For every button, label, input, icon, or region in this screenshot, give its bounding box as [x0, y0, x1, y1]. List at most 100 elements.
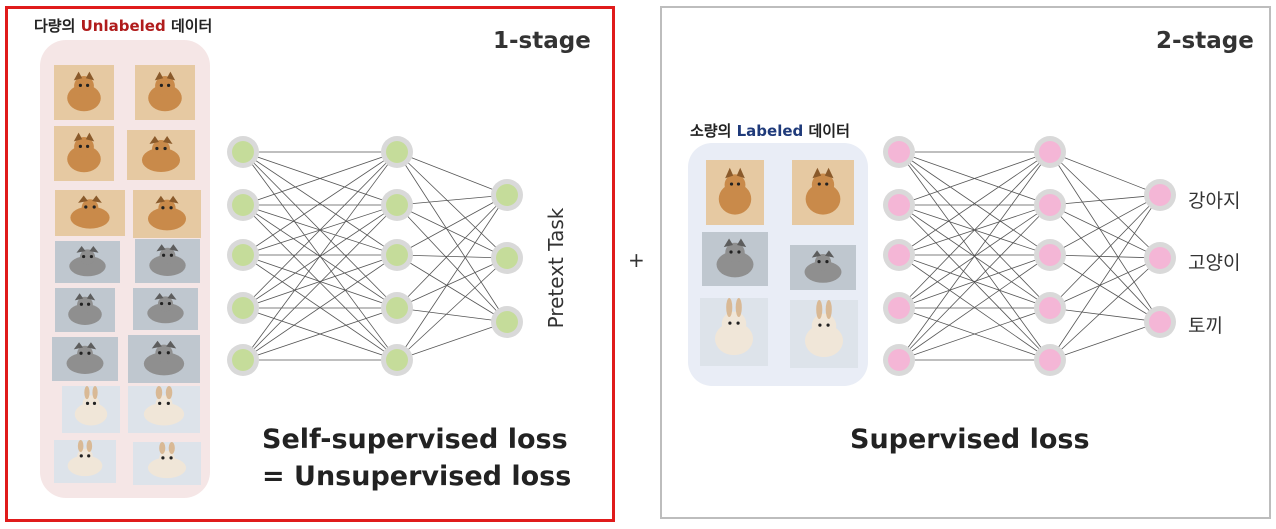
animal-eye [78, 83, 82, 87]
animal-head [155, 395, 173, 413]
animal-eye [728, 321, 732, 325]
animal-eye [158, 401, 162, 405]
animal-eye [86, 144, 90, 148]
connection-line [1049, 194, 1161, 361]
connection-line [396, 307, 508, 323]
connection-line [396, 194, 508, 361]
animal-body [149, 254, 186, 276]
animal-eye [92, 205, 96, 209]
animal-body [143, 402, 185, 426]
connection-line [898, 307, 1051, 361]
animal-body [716, 251, 754, 278]
neuron-node [386, 349, 408, 371]
connection-line [1049, 194, 1161, 256]
animal-head [155, 76, 175, 96]
neuron-node [888, 244, 910, 266]
animal-ear [84, 386, 90, 400]
caption-suffix: 데이터 [803, 122, 850, 140]
animal-ear [76, 246, 86, 253]
animal-ear [86, 342, 97, 350]
neuron-node [1149, 311, 1171, 333]
animal-head [82, 395, 100, 413]
connection-line [242, 151, 398, 206]
connection-line [242, 307, 398, 361]
animal-eye [736, 321, 740, 325]
neuron-node [888, 297, 910, 319]
neuron-node [1039, 349, 1061, 371]
dog-icon [55, 190, 125, 236]
stage2-panel [660, 6, 1271, 519]
animal-ear [149, 136, 159, 144]
connection-line [1049, 151, 1161, 259]
animal-eye [169, 456, 173, 460]
animal-ear [154, 71, 164, 81]
neuron-node [888, 194, 910, 216]
animal-head [721, 311, 747, 337]
animal-eye [86, 83, 90, 87]
self-supervised-loss-label: Self-supervised loss [262, 424, 568, 455]
neuron-node [232, 194, 254, 216]
animal-head [74, 76, 94, 96]
connection-line [898, 254, 1051, 309]
animal-ear [168, 442, 175, 455]
animal-head [725, 242, 745, 263]
rabbit-icon [62, 386, 120, 433]
connection-line [1049, 254, 1161, 323]
animal-eye [825, 260, 829, 264]
dog-icon [135, 65, 195, 120]
animal-body [69, 256, 106, 277]
animal-ear [824, 250, 835, 258]
animal-eye [826, 323, 830, 327]
caption-suffix: 데이터 [165, 17, 213, 35]
stage1-network-nodes [227, 136, 523, 376]
animal-ear [89, 246, 99, 253]
animal-head [811, 173, 835, 196]
caption-highlight-labeled: Labeled [736, 122, 804, 140]
dog-icon [792, 160, 854, 225]
connection-line [1049, 204, 1161, 259]
animal-body [141, 148, 181, 172]
animal-ear [816, 300, 823, 320]
animal-ear [169, 244, 179, 252]
animal-eye [163, 146, 167, 151]
animal-ear [167, 293, 177, 300]
animal-ear [735, 298, 742, 318]
animal-ear [78, 195, 88, 203]
dog-icon [706, 160, 764, 225]
animal-head [724, 174, 746, 196]
connection-line [1049, 257, 1161, 361]
animal-ear [92, 195, 102, 203]
animal-ear [74, 293, 84, 301]
animal-ear [85, 132, 95, 142]
output-label-rabbit: 토끼 [1188, 315, 1223, 337]
cat-icon [52, 337, 118, 381]
animal-head [74, 137, 94, 157]
stage1-network-connections [242, 151, 508, 361]
animal-ear [159, 442, 166, 455]
neuron-node [496, 184, 518, 206]
animal-body [804, 261, 842, 283]
connection-line [1049, 307, 1161, 323]
connection-line [242, 151, 398, 256]
labeled-data-caption: 소량의 Labeled 데이터 [690, 120, 850, 141]
animal-eye [162, 253, 166, 257]
connection-line [242, 151, 398, 309]
animal-eye [167, 83, 171, 87]
animal-ear [726, 298, 733, 318]
animal-ear [154, 293, 164, 300]
animal-eye [158, 351, 162, 355]
animal-eye [161, 456, 165, 460]
connection-line [396, 254, 508, 259]
animal-ear [736, 167, 745, 179]
animal-eye [169, 206, 173, 210]
connection-line [898, 254, 1051, 361]
neuron-node [1039, 194, 1061, 216]
connection-line [242, 204, 398, 361]
animal-body [67, 145, 101, 173]
connection-line [396, 151, 508, 196]
connection-line [396, 194, 508, 309]
cat-icon [702, 232, 768, 286]
animal-eye [87, 454, 91, 458]
unsupervised-loss-label: = Unsupervised loss [262, 461, 572, 492]
